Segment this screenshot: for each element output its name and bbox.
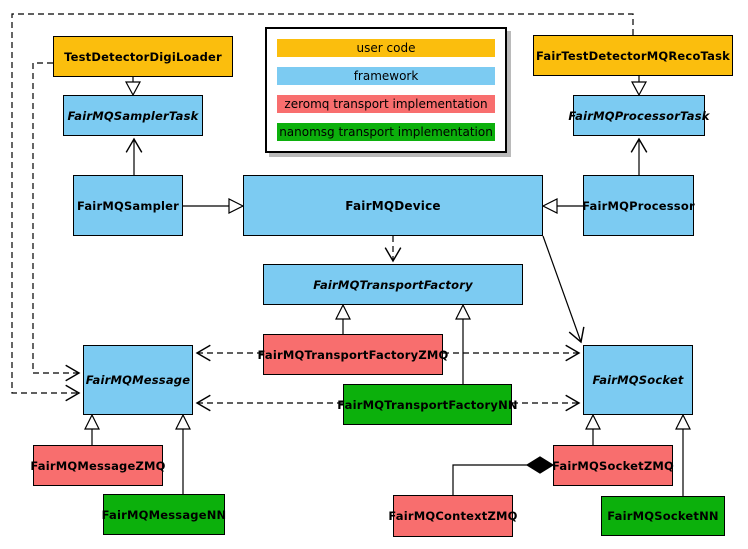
node-fairmqtransportfactory: FairMQTransportFactory (263, 264, 523, 305)
node-label: FairMQProcessorTask (568, 108, 710, 123)
node-fairmqmessage: FairMQMessage (83, 345, 193, 415)
node-label: FairMQTransportFactoryNN (337, 397, 518, 412)
node-fairmqprocessortask: FairMQProcessorTask (568, 95, 709, 136)
node-fairmqsocketnn: FairMQSocketNN (601, 496, 725, 536)
legend-label: user code (356, 41, 416, 55)
node-testdetectordigiloader: TestDetectorDigiLoader (53, 36, 233, 77)
legend-item-zeromq: zeromq transport implementation (277, 95, 495, 113)
legend-item-user-code: user code (277, 39, 495, 57)
node-fairmqsocketzmq: FairMQSocketZMQ (552, 445, 674, 486)
node-label: FairMQSampler (76, 198, 180, 213)
node-label: FairMQSocket (592, 373, 684, 387)
node-label: FairMQMessage (85, 373, 191, 387)
node-label: FairMQProcessor (582, 198, 695, 213)
node-label: FairMQTransportFactoryZMQ (257, 347, 449, 362)
node-label: TestDetectorDigiLoader (64, 49, 222, 64)
node-label: FairMQSocketNN (607, 509, 719, 523)
node-fairmqsocket: FairMQSocket (583, 345, 693, 415)
legend: user code framework zeromq transport imp… (265, 27, 507, 153)
node-label: FairMQMessageZMQ (30, 458, 166, 473)
node-fairmqprocessor: FairMQProcessor (582, 175, 695, 236)
node-label: FairMQTransportFactory (313, 277, 473, 292)
legend-label: zeromq transport implementation (284, 97, 488, 111)
node-fairmqmessagenn: FairMQMessageNN (101, 494, 227, 535)
node-label: FairMQMessageNN (101, 507, 227, 522)
node-label: FairMQContextZMQ (388, 509, 518, 523)
node-fairmqsamplertask: FairMQSamplerTask (63, 95, 203, 136)
node-fairmqcontextzmq: FairMQContextZMQ (388, 495, 517, 537)
legend-label: nanomsg transport implementation (279, 125, 493, 139)
node-fairmqtransportfactoryzmq: FairMQTransportFactoryZMQ (258, 334, 448, 375)
legend-item-nanomsg: nanomsg transport implementation (277, 123, 495, 141)
node-label: FairTestDetectorMQRecoTask (536, 48, 730, 63)
node-fairtestdetectormqrecotask: FairTestDetectorMQRecoTask (533, 35, 733, 76)
node-label: FairMQDevice (345, 198, 441, 213)
node-fairmqdevice: FairMQDevice (243, 175, 543, 236)
node-fairmqmessagezmq: FairMQMessageZMQ (30, 445, 166, 486)
node-label: FairMQSamplerTask (67, 108, 199, 123)
node-label: FairMQSocketZMQ (552, 458, 674, 473)
legend-item-framework: framework (277, 67, 495, 85)
legend-label: framework (353, 69, 419, 83)
node-fairmqtransportfactorynn: FairMQTransportFactoryNN (337, 384, 518, 425)
node-fairmqsampler: FairMQSampler (73, 175, 183, 236)
